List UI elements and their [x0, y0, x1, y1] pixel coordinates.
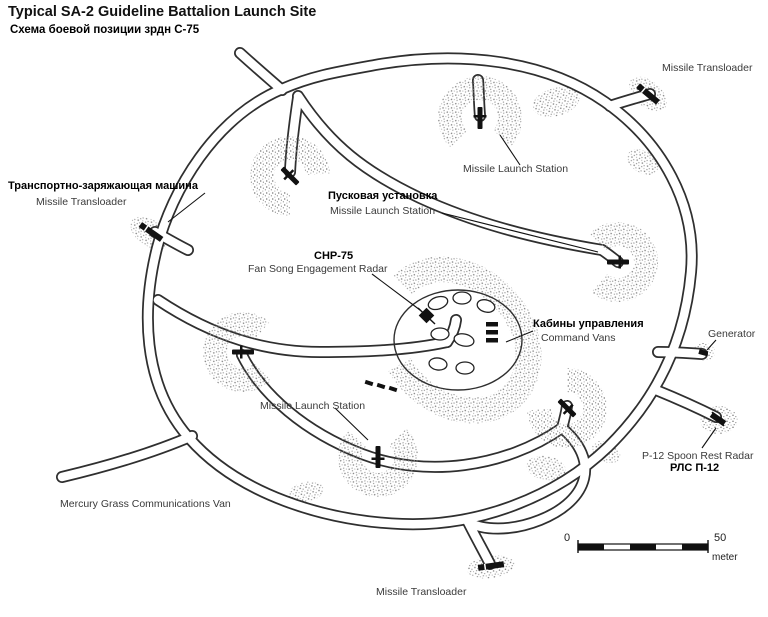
central-enclosure — [374, 256, 542, 424]
label-fan-song-en: Fan Song Engagement Radar — [248, 263, 388, 275]
scale-bar — [577, 540, 709, 553]
label-mercury-grass-van: Mercury Grass Communications Van — [60, 498, 231, 510]
scale-unit-label: meter — [712, 552, 738, 563]
scale-fifty-label: 50 — [714, 532, 727, 544]
page-title: Typical SA-2 Guideline Battalion Launch … — [8, 4, 317, 20]
label-missile-transloader-top-right: Missile Transloader — [662, 62, 753, 74]
label-transloader-left-en: Missile Transloader — [36, 196, 127, 208]
label-missile-launch-station-top: Missile Launch Station — [463, 163, 569, 175]
page-subtitle-ru: Схема боевой позиции зрдн С-75 — [10, 24, 200, 36]
label-missile-transloader-bottom: Missile Transloader — [376, 586, 467, 598]
label-missile-launch-station-lower: Missile Launch Station — [260, 400, 366, 412]
label-transloader-left-ru: Транспортно-заряжающая машина — [8, 180, 198, 192]
label-launch-station-mid-en: Missile Launch Station — [330, 205, 436, 217]
label-command-vans-en: Command Vans — [541, 332, 616, 344]
generator-symbol — [698, 349, 709, 357]
label-command-vans-ru: Кабины управления — [533, 318, 644, 330]
label-fan-song-ru: СНР-75 — [314, 250, 354, 262]
label-p12-radar-ru: РЛС П-12 — [670, 462, 720, 474]
command-vans-group — [364, 291, 498, 393]
label-generator: Generator — [708, 328, 756, 340]
p12-radar-symbol — [709, 411, 727, 427]
launch-revetments — [203, 76, 658, 497]
leader-lines — [167, 134, 717, 449]
label-launch-station-mid-ru: Пусковая установка — [328, 190, 438, 202]
fan-song-radar-symbol — [417, 307, 436, 325]
label-p12-radar-en: P-12 Spoon Rest Radar — [642, 450, 754, 462]
scale-zero-label: 0 — [564, 532, 571, 544]
